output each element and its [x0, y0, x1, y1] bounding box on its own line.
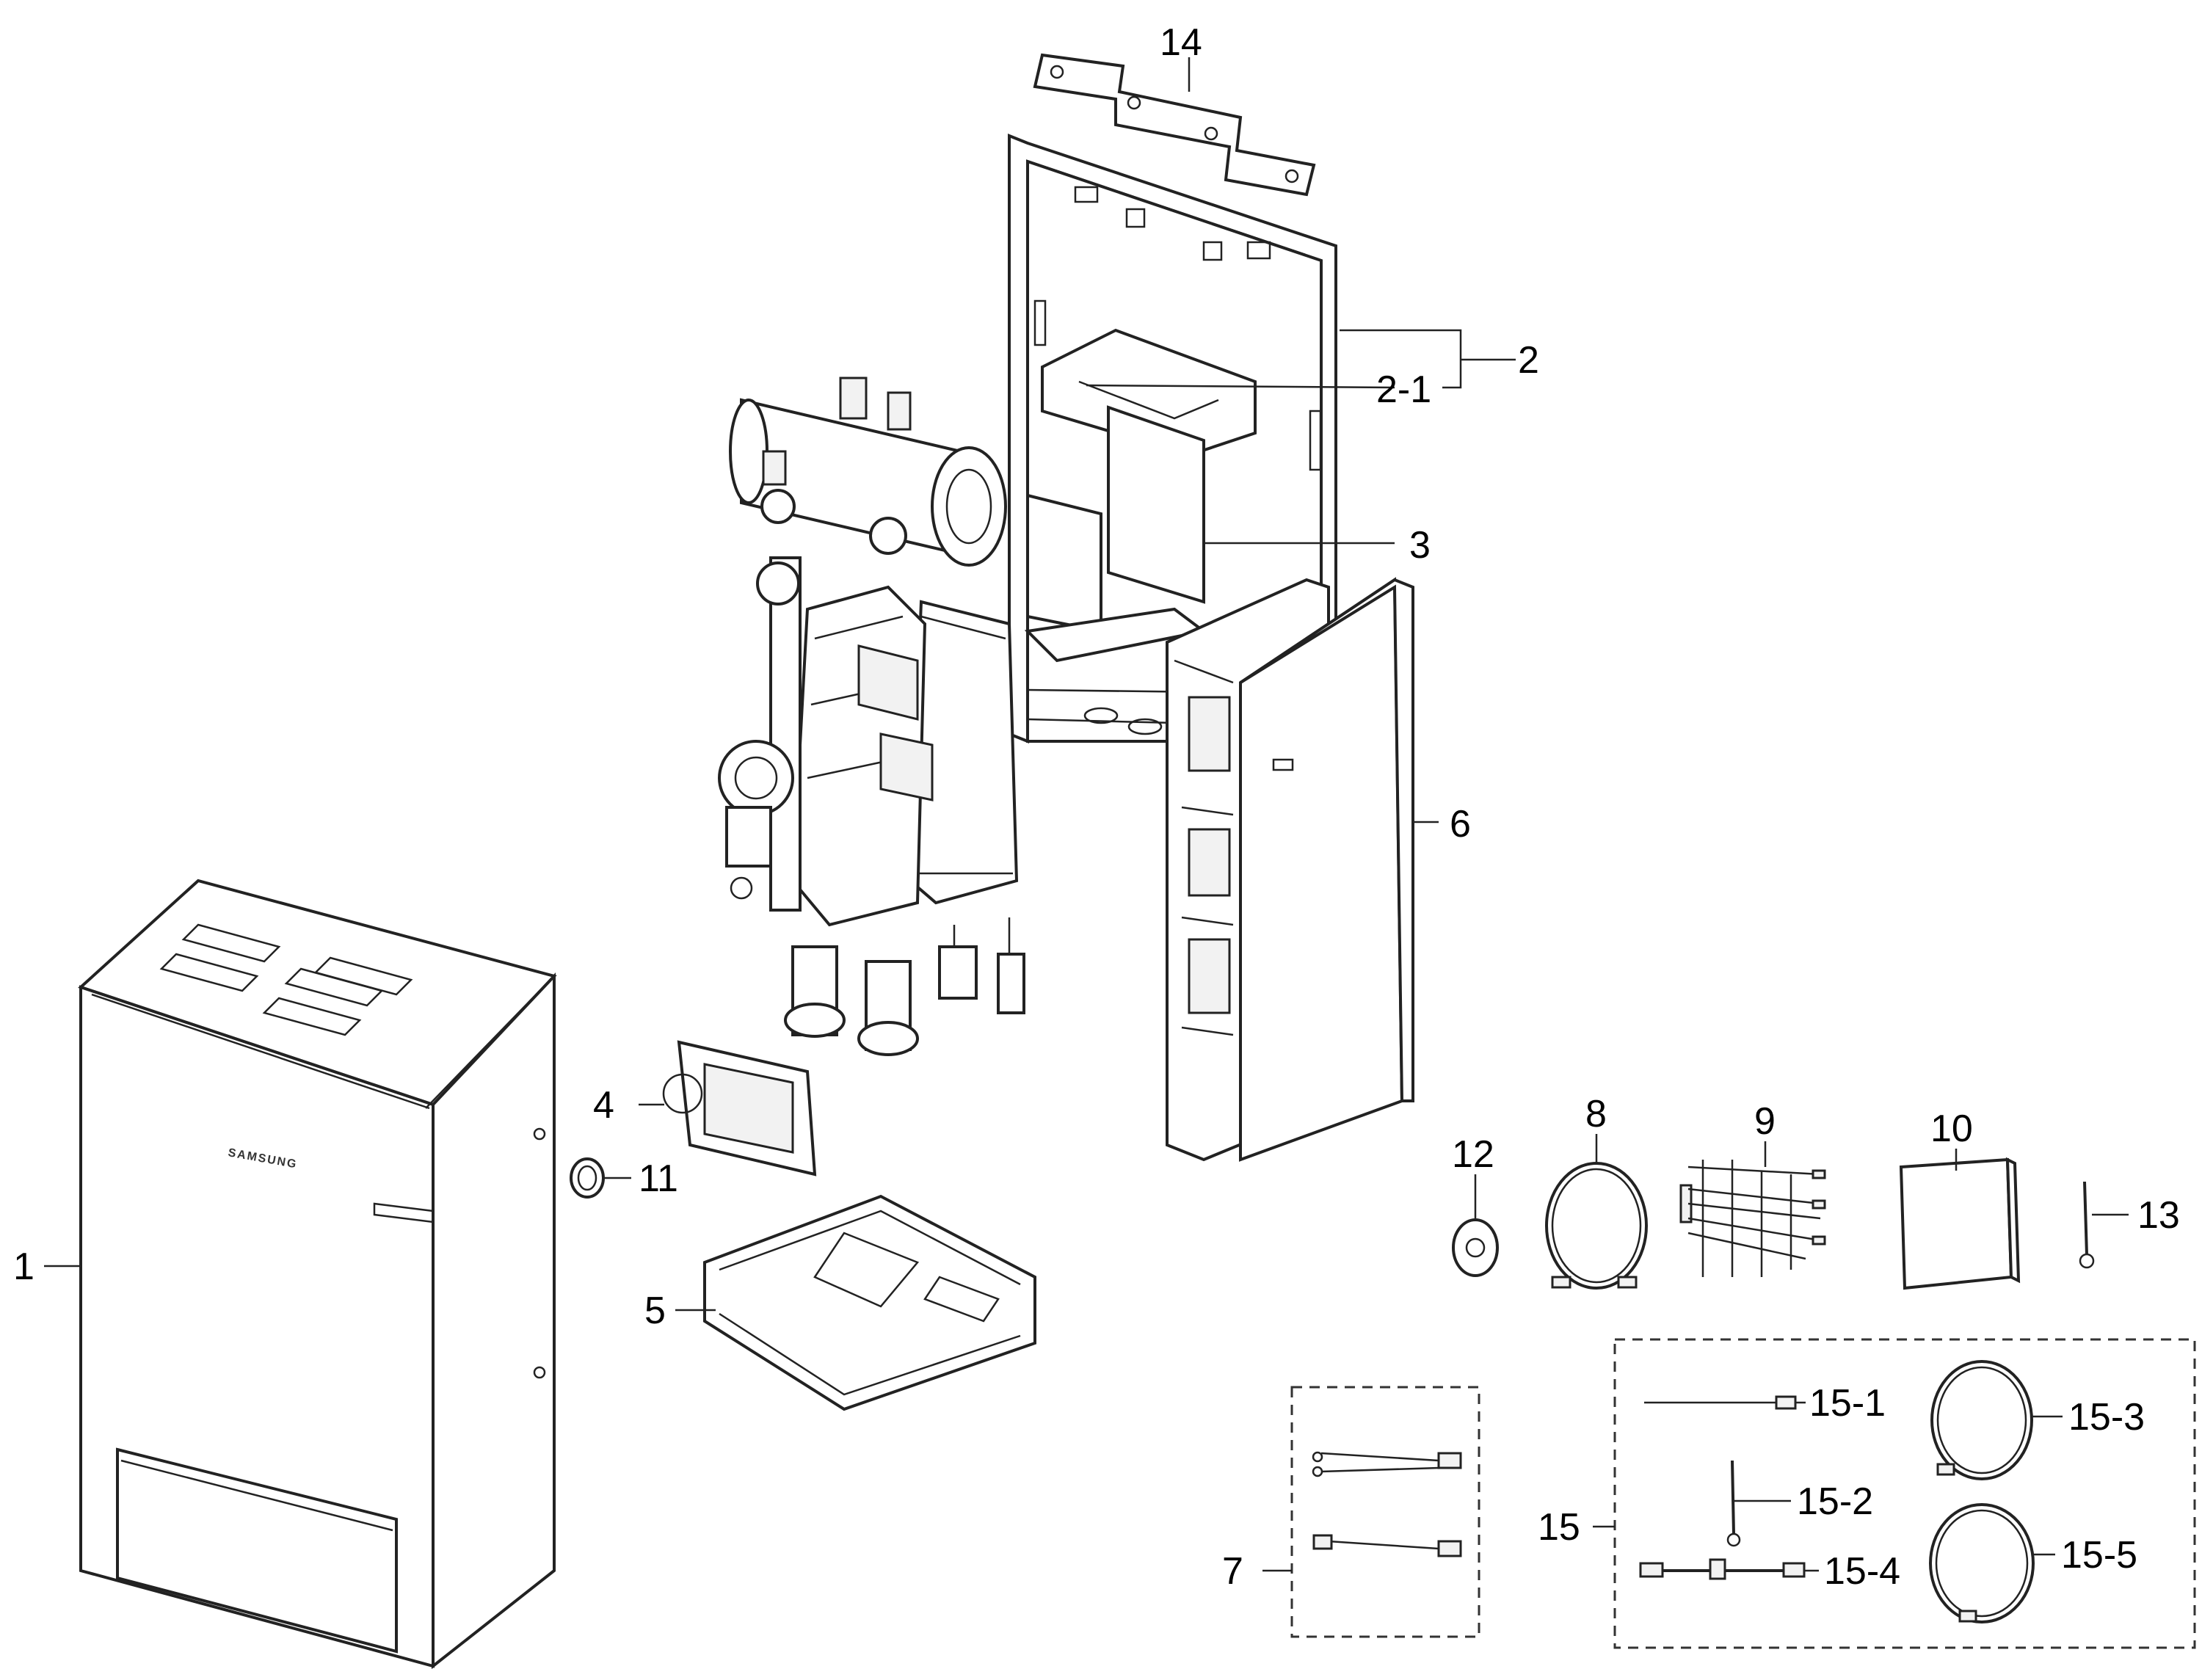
callout-10: 10 [1930, 1108, 1973, 1150]
callout-9: 9 [1754, 1100, 1776, 1143]
part-14-mounting-bracket [1033, 53, 1316, 197]
callout-5: 5 [644, 1290, 666, 1332]
callout-15: 15 [1538, 1506, 1580, 1549]
callout-15-1: 15-1 [1809, 1382, 1886, 1425]
part-15-accessory-kit [1613, 1338, 2196, 1649]
part-15-3-cable-coil [1930, 1360, 2033, 1480]
part-8-cable [1545, 1162, 1648, 1290]
hydraulic-assembly [718, 377, 1025, 1056]
callout-labels: 14 2 2-1 3 6 1 4 11 5 7 12 8 9 10 13 15 … [13, 21, 2180, 1593]
part-10-controller [1899, 1157, 2021, 1290]
part-15-2-sensor [1726, 1460, 1741, 1547]
callout-15-2: 15-2 [1797, 1480, 1873, 1523]
callout-8: 8 [1585, 1093, 1607, 1135]
callout-12: 12 [1452, 1133, 1494, 1176]
callout-11: 11 [639, 1157, 678, 1200]
leader-lines [44, 57, 2129, 1572]
callout-2: 2 [1518, 339, 1539, 382]
part-3-mounting-plate [1024, 405, 1207, 663]
part-9-wire-harness [1679, 1160, 1826, 1277]
part-6-control-box [1166, 577, 1414, 1162]
callout-2-1: 2-1 [1376, 368, 1431, 411]
callout-6: 6 [1450, 803, 1471, 846]
callout-1: 1 [13, 1246, 34, 1288]
part-15-5-cable-coil [1929, 1503, 2035, 1623]
part-11-cap [570, 1157, 605, 1199]
callout-15-4: 15-4 [1824, 1550, 1900, 1593]
callout-7: 7 [1222, 1550, 1243, 1593]
part-4-bracket-cover [662, 1040, 817, 1177]
part-1-front-cabinet: SAMSUNG [78, 879, 557, 1670]
part-15-1-cable [1644, 1395, 1797, 1410]
part-7-cable-kit [1290, 1386, 1480, 1638]
callout-3: 3 [1409, 524, 1431, 567]
part-5-base-tray [703, 1194, 1036, 1411]
callout-4: 4 [593, 1084, 614, 1127]
callout-15-5: 15-5 [2061, 1534, 2137, 1577]
part-15-4-harness [1639, 1558, 1806, 1580]
part-2-1-inner-shelf [1041, 328, 1257, 457]
part-13-sensor [2079, 1181, 2095, 1269]
part-12-drain-plug [1452, 1218, 1499, 1277]
callout-14: 14 [1160, 21, 1202, 64]
callout-15-3: 15-3 [2068, 1396, 2145, 1439]
callout-13: 13 [2137, 1194, 2180, 1237]
